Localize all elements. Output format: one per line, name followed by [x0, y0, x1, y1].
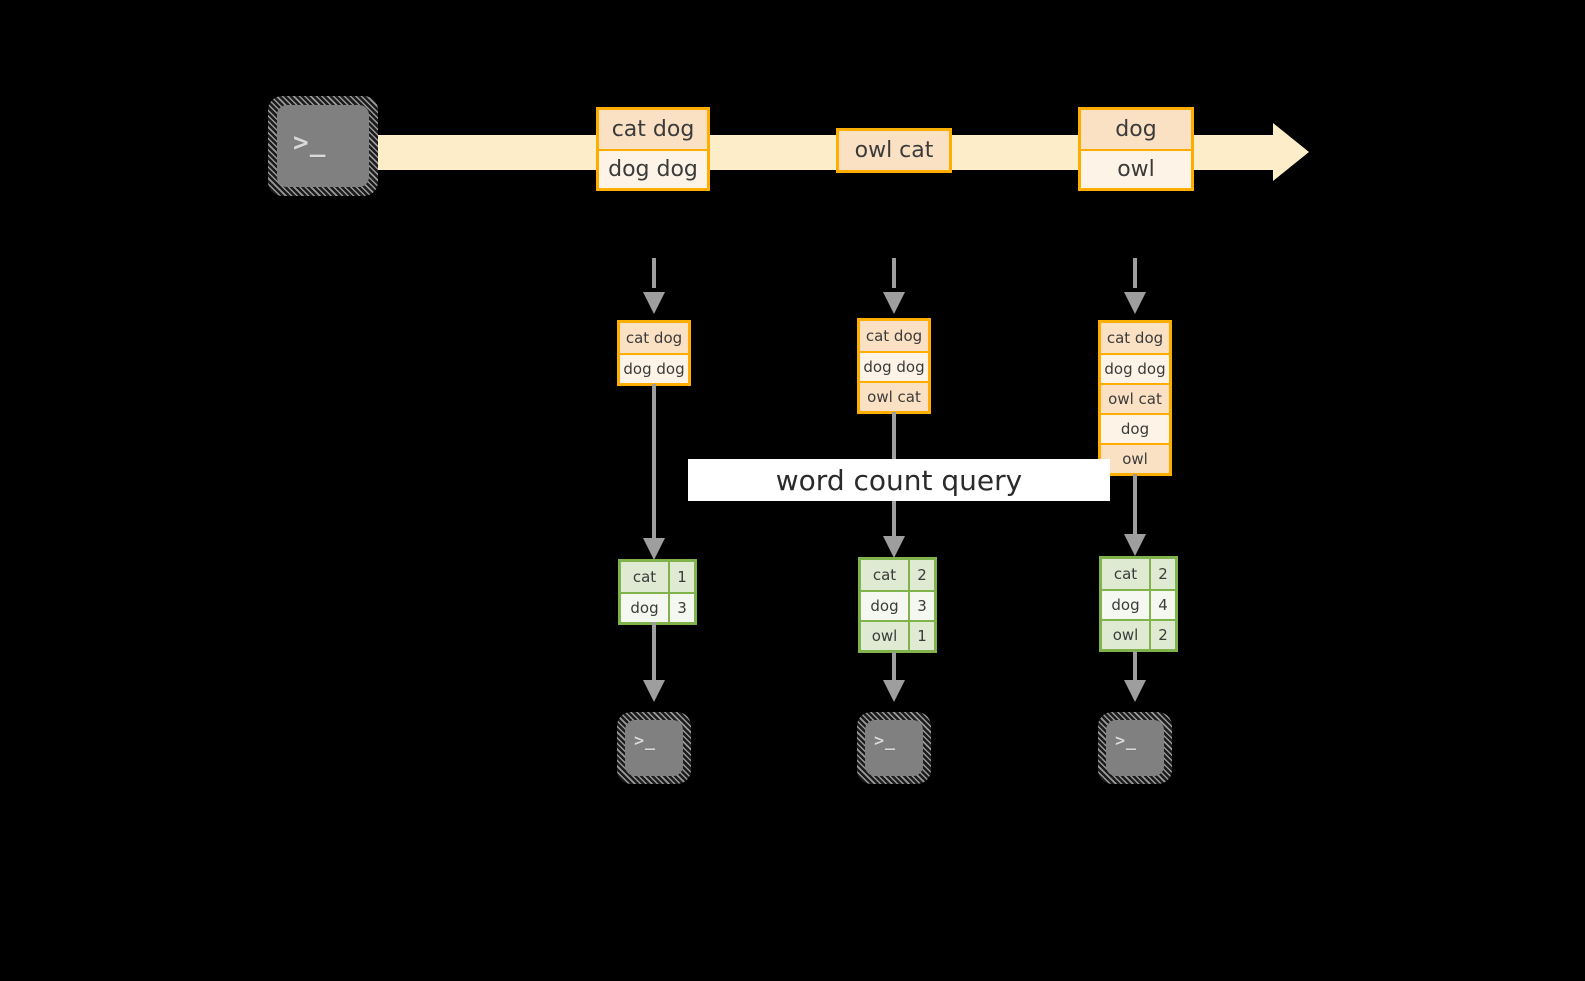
- word-cell: cat: [621, 562, 668, 592]
- snapshot-trigger-line: [1133, 258, 1137, 288]
- accumulated-events-stack[interactable]: cat dog dog dog owl cat: [857, 318, 931, 414]
- word-cell: owl: [861, 622, 908, 650]
- result-output-arrowhead: [643, 680, 665, 702]
- accumulated-event-row: cat dog: [620, 323, 688, 353]
- result-output-arrowhead: [1124, 680, 1146, 702]
- word-count-result-table[interactable]: cat 2 dog 3 owl 1: [858, 557, 937, 653]
- table-row: dog 3: [861, 590, 934, 620]
- table-row: dog 4: [1102, 589, 1175, 619]
- accumulated-event-row: owl cat: [1101, 383, 1169, 413]
- snapshot-trigger-arrowhead: [883, 292, 905, 314]
- stream-event-box[interactable]: dog owl: [1078, 107, 1194, 191]
- table-row: owl 1: [861, 620, 934, 650]
- result-output-arrowhead: [883, 680, 905, 702]
- word-cell: dog: [621, 594, 668, 622]
- terminal-prompt-icon: >_: [634, 731, 656, 751]
- word-cell: dog: [1102, 591, 1149, 619]
- word-cell: owl: [1102, 621, 1149, 649]
- snapshot-trigger-line: [892, 258, 896, 288]
- count-cell: 1: [668, 562, 694, 592]
- accumulated-event-row: cat dog: [860, 321, 928, 351]
- consumer-terminal[interactable]: [865, 720, 923, 776]
- count-cell: 3: [908, 592, 934, 620]
- accumulated-events-stack[interactable]: cat dog dog dog owl cat dog owl: [1098, 320, 1172, 476]
- query-label: word count query: [688, 459, 1110, 501]
- snapshot-trigger-arrowhead: [1124, 292, 1146, 314]
- stream-event-box[interactable]: cat dog dog dog: [596, 107, 710, 191]
- result-output-line: [652, 622, 656, 684]
- word-count-result-table[interactable]: cat 2 dog 4 owl 2: [1099, 556, 1178, 652]
- accumulated-event-row: owl: [1101, 443, 1169, 473]
- accumulated-events-stack[interactable]: cat dog dog dog: [617, 320, 691, 386]
- count-cell: 4: [1149, 591, 1175, 619]
- stream-event-box[interactable]: owl cat: [836, 128, 952, 173]
- table-row: dog 3: [621, 592, 694, 622]
- accumulated-event-row: cat dog: [1101, 323, 1169, 353]
- table-row: cat 1: [621, 562, 694, 592]
- accumulated-event-row: owl cat: [860, 381, 928, 411]
- word-cell: cat: [1102, 559, 1149, 589]
- word-count-result-table[interactable]: cat 1 dog 3: [618, 559, 697, 625]
- result-output-line: [892, 652, 896, 684]
- consumer-terminal[interactable]: [1106, 720, 1164, 776]
- terminal-prompt-icon: >_: [1115, 731, 1137, 751]
- count-cell: 3: [668, 594, 694, 622]
- accumulated-event-row: dog: [1101, 413, 1169, 443]
- stream-event-line: cat dog: [599, 110, 707, 149]
- snapshot-trigger-arrowhead: [643, 292, 665, 314]
- count-cell: 2: [1149, 559, 1175, 589]
- producer-terminal[interactable]: [277, 105, 369, 187]
- accumulated-event-row: dog dog: [860, 351, 928, 381]
- snapshot-trigger-line: [652, 258, 656, 288]
- query-flow-arrowhead: [883, 536, 905, 558]
- word-cell: cat: [861, 560, 908, 590]
- query-flow-line: [652, 384, 656, 544]
- consumer-terminal[interactable]: [625, 720, 683, 776]
- word-cell: dog: [861, 592, 908, 620]
- table-row: cat 2: [1102, 559, 1175, 589]
- stream-event-line: owl: [1081, 149, 1191, 188]
- count-cell: 1: [908, 622, 934, 650]
- count-cell: 2: [908, 560, 934, 590]
- result-output-line: [1133, 651, 1137, 684]
- query-flow-line: [1133, 474, 1137, 542]
- query-flow-arrowhead: [1124, 534, 1146, 556]
- accumulated-event-row: dog dog: [1101, 353, 1169, 383]
- terminal-prompt-icon: >_: [874, 731, 896, 751]
- stream-event-line: dog dog: [599, 149, 707, 188]
- table-row: cat 2: [861, 560, 934, 590]
- terminal-prompt-icon: >_: [293, 128, 327, 158]
- event-stream-arrowhead: [1273, 123, 1309, 181]
- stream-event-line: dog: [1081, 110, 1191, 149]
- stream-event-line: owl cat: [839, 131, 949, 170]
- query-flow-arrowhead: [643, 538, 665, 560]
- table-row: owl 2: [1102, 619, 1175, 649]
- count-cell: 2: [1149, 621, 1175, 649]
- accumulated-event-row: dog dog: [620, 353, 688, 383]
